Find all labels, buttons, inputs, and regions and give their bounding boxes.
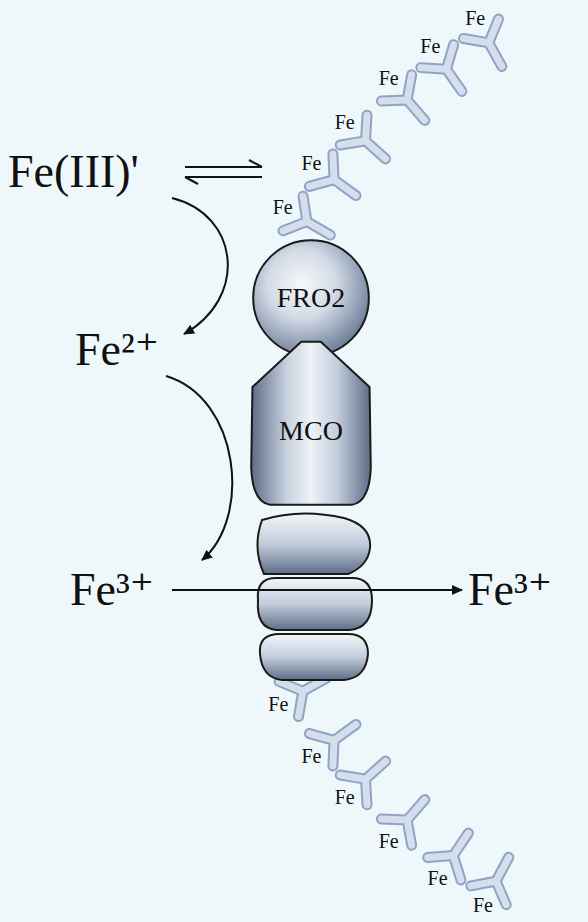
reduction-arrow [172,198,228,334]
bound-iron-label: Fe [465,8,485,29]
bound-iron-label: Fe [335,787,355,808]
transporter-lobe [260,634,368,680]
iron-species-label: Fe³⁺ [70,566,154,614]
transporter-lobe [258,578,372,630]
transport-arrow [172,589,462,591]
bound-iron-label: Fe [379,831,399,852]
bound-iron-label: Fe [273,197,293,218]
node-label: FRO2 [277,284,345,312]
bound-iron-label: Fe [428,868,448,889]
enzyme-box: MCO [250,340,372,508]
transporter-protein [257,513,372,680]
oxidation-arrow [166,376,232,560]
bound-iron-label: Fe [473,895,493,916]
bound-iron-label: Fe [301,153,321,174]
reaction-arrows [166,160,462,590]
mco-shape [251,342,371,505]
node-label: MCO [279,417,343,445]
bound-iron-label: Fe [420,36,440,57]
enzyme-sphere: FRO2 [252,239,370,357]
equilibrium-arrow [185,177,262,184]
equilibrium-arrow [185,160,262,167]
sphere-shape [253,240,369,356]
bound-iron-label: Fe [335,112,355,133]
bound-iron-label: Fe [268,694,288,715]
iron-species-label: Fe²⁺ [75,326,159,374]
iron-species-label: Fe³⁺ [468,566,552,614]
bound-iron-label: Fe [379,68,399,89]
iron-species-label: Fe(III)' [8,148,139,196]
transporter-lobe [257,513,370,574]
bound-iron-label: Fe [301,746,321,767]
